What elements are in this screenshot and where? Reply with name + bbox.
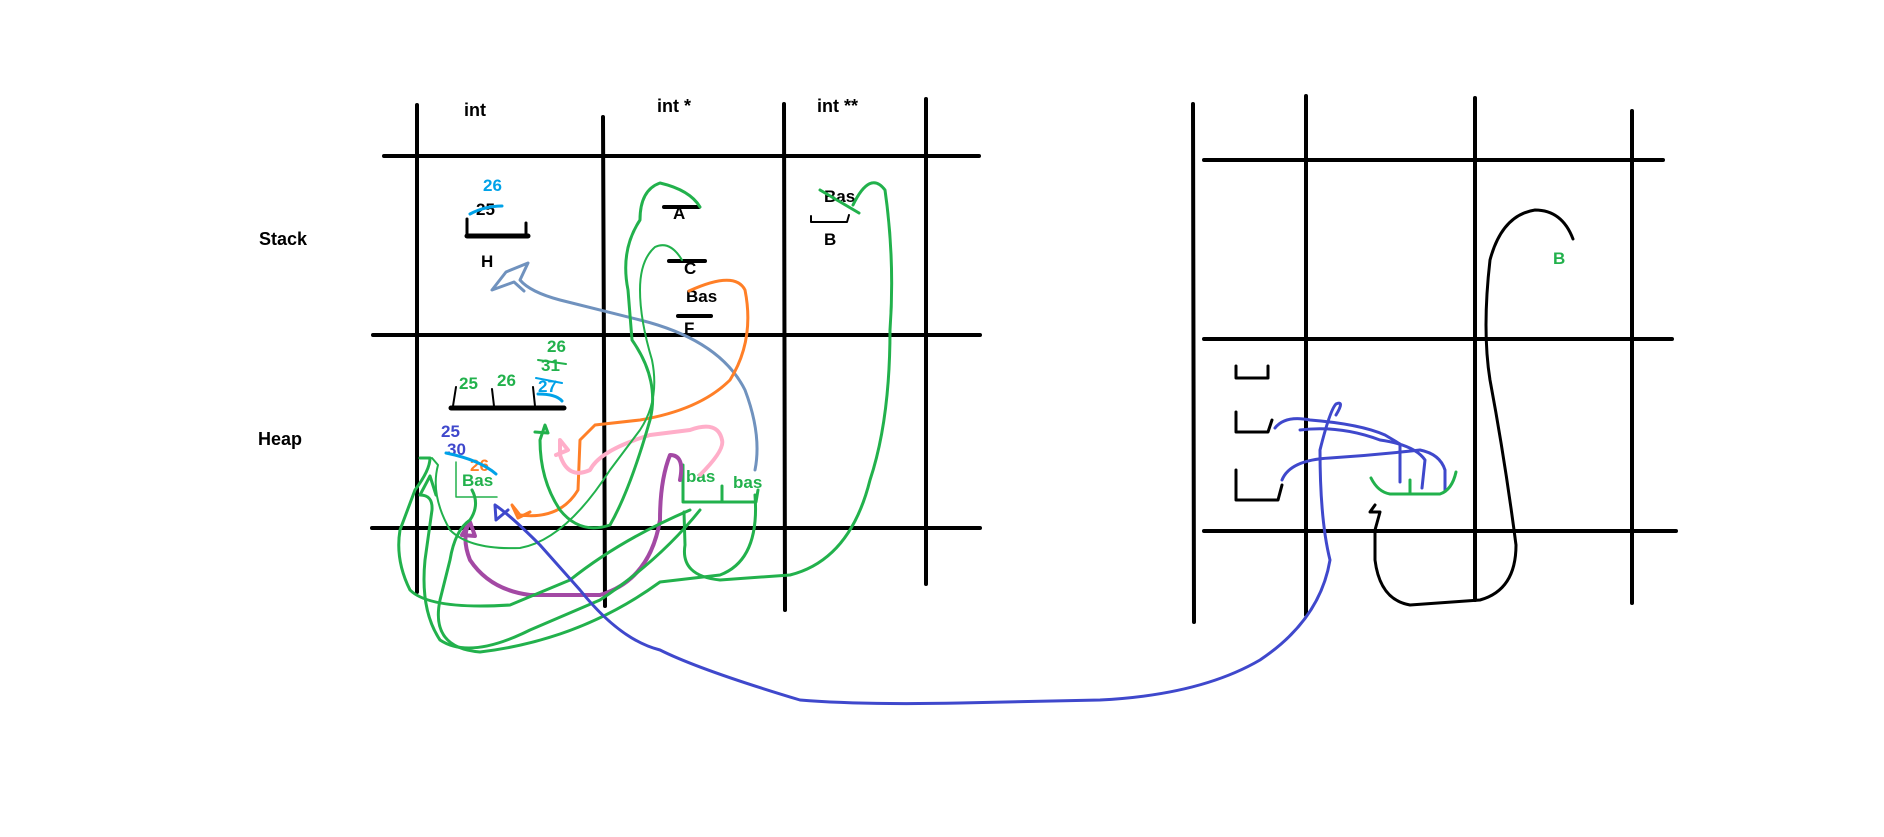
stack-int-strikethrough xyxy=(468,204,504,216)
arrow-green-outer-3 xyxy=(397,456,692,608)
arrow-slate-h xyxy=(490,261,759,472)
right-grid-vline-1 xyxy=(1191,102,1196,624)
stack-int-variable-box xyxy=(465,217,528,238)
heap-int-w-strike xyxy=(444,451,498,476)
heap-int-array-dividers xyxy=(452,386,536,407)
heap-int-v2: 26 xyxy=(497,371,516,390)
arrow-black-right xyxy=(1368,208,1575,607)
arrow-blue-long xyxy=(493,401,1342,706)
column-header-int-ptr: int * xyxy=(657,96,691,116)
stack-ptr-a-label: A xyxy=(673,204,685,223)
heap-int-v1: 25 xyxy=(459,374,478,393)
arrow-purple xyxy=(460,453,684,597)
arrow-blue-right-2 xyxy=(1280,448,1447,492)
arrow-green-c xyxy=(431,244,683,550)
left-grid-vline-2 xyxy=(601,115,607,608)
heap-int-v3-strike-3 xyxy=(536,392,564,403)
heap-ptr-cell: bas bas xyxy=(681,463,762,504)
right-box-3 xyxy=(1234,468,1284,502)
stack-int-cell: 26 25 H xyxy=(464,176,531,271)
heap-int-v3-strike-2 xyxy=(535,377,563,384)
right-box-1 xyxy=(1234,364,1270,380)
stack-ptrptr-b-box xyxy=(810,214,850,223)
right-table-b-label: B xyxy=(1553,249,1565,268)
stack-ptrptr-bas-label: Bas xyxy=(824,187,855,206)
column-header-int: int xyxy=(464,100,486,120)
right-table-grid xyxy=(1191,94,1678,624)
heap-int-v3-strike-1 xyxy=(537,359,567,365)
heap-ptr-bas-box xyxy=(681,463,760,504)
arrow-green-ptrptr xyxy=(682,181,894,582)
arrow-green-outer-1 xyxy=(436,488,758,654)
stack-ptr-f-label: F xyxy=(684,319,694,338)
arrow-orange-bas xyxy=(510,278,750,520)
stack-int-new-value: 26 xyxy=(483,176,502,195)
stack-ptrptr-b-label: B xyxy=(824,230,836,249)
heap-int-v3-b: 31 xyxy=(541,356,560,375)
left-grid-vline-3 xyxy=(782,102,787,612)
stack-ptrptr-bas-strike xyxy=(818,188,861,215)
stack-ptrptr-cell: Bas B xyxy=(810,187,861,249)
right-box-2 xyxy=(1234,410,1274,434)
arrow-green-outer-2 xyxy=(418,474,702,650)
heap-int-w1: 25 xyxy=(441,422,460,441)
heap-ptr-bas-2: bas xyxy=(733,473,762,492)
row-header-stack: Stack xyxy=(259,229,308,249)
stack-int-name: H xyxy=(481,252,493,271)
heap-int-cell: 25 26 26 31 27 25 30 26 Bas xyxy=(441,337,567,498)
stack-ptr-bas-label: Bas xyxy=(686,287,717,306)
right-table-boxes xyxy=(1234,364,1284,502)
heap-int-bas-box xyxy=(455,461,498,498)
pointer-arrows xyxy=(397,181,1575,706)
stack-ptr-c-label: C xyxy=(684,259,696,278)
arrow-blue-right-1 xyxy=(1273,417,1402,484)
stack-ptr-cell: A C Bas F xyxy=(662,204,717,338)
row-header-heap: Heap xyxy=(258,429,302,449)
column-header-int-ptrptr: int ** xyxy=(817,96,858,116)
arrow-blue-right-3 xyxy=(1298,427,1427,490)
heap-int-v3-a: 26 xyxy=(547,337,566,356)
heap-int-bas-label: Bas xyxy=(462,471,493,490)
green-right-bracket xyxy=(1369,470,1458,496)
